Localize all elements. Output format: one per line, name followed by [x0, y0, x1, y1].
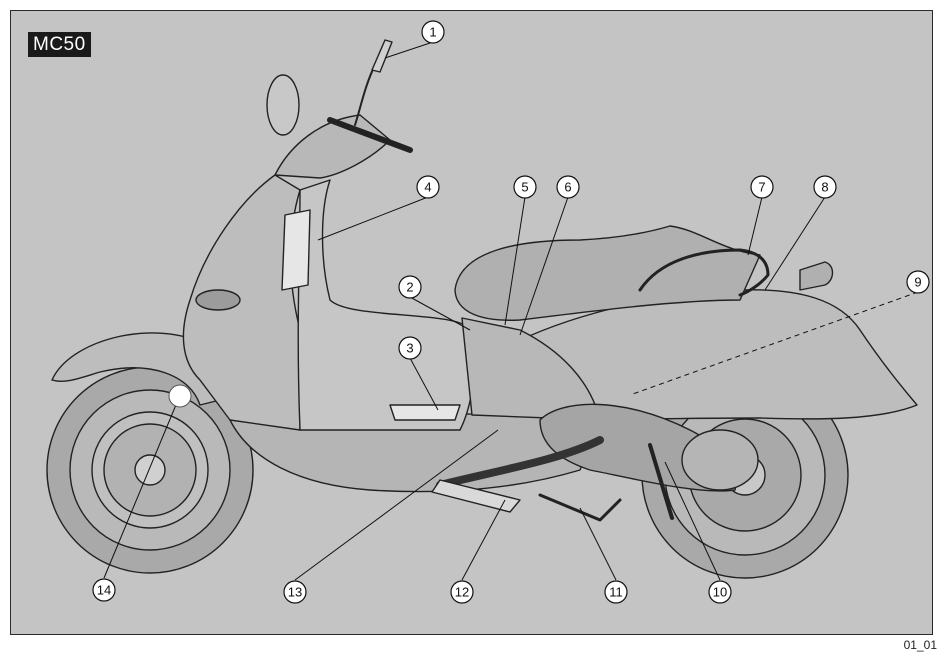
callout-number: 12 [455, 585, 469, 600]
front-wheel [46, 366, 254, 574]
callout-1: 1 [421, 20, 445, 44]
handlebar [327, 117, 413, 153]
mirror [371, 39, 393, 73]
callout-number: 6 [564, 180, 571, 195]
callout-5: 5 [513, 175, 537, 199]
model-label: MC50 [28, 32, 91, 57]
callout-2: 2 [398, 275, 422, 299]
callout-number: 8 [821, 180, 828, 195]
mirror-stem [354, 64, 376, 126]
callout-number: 1 [429, 25, 436, 40]
center-stand [538, 493, 622, 522]
callout-number: 2 [406, 280, 413, 295]
callouts: 1 2 3 4 5 6 7 8 9 10 11 12 13 14 [92, 20, 930, 604]
callout-6: 6 [556, 175, 580, 199]
callout-number: 9 [914, 275, 921, 290]
callout-number: 13 [288, 585, 302, 600]
callout-11: 11 [604, 580, 628, 604]
grab-rail [638, 248, 770, 297]
callout-4: 4 [416, 175, 440, 199]
headlight [266, 74, 300, 136]
callout-12: 12 [450, 580, 474, 604]
callout-8: 8 [813, 175, 837, 199]
exhaust [436, 436, 604, 489]
highlight-marker [168, 384, 192, 408]
rear-shock [648, 443, 674, 520]
figure-id: 01_01 [903, 638, 937, 652]
callout-7: 7 [750, 175, 774, 199]
leg-shield [297, 179, 475, 431]
callout-3: 3 [398, 336, 422, 360]
callout-number: 3 [406, 341, 413, 356]
callout-number: 10 [713, 585, 727, 600]
seat [454, 225, 761, 321]
tail-light [799, 261, 834, 291]
leader-lines [103, 41, 919, 581]
callout-number: 14 [97, 583, 111, 598]
callout-number: 7 [758, 180, 765, 195]
callout-number: 11 [609, 585, 623, 600]
callout-14: 14 [92, 578, 116, 602]
callout-number: 5 [521, 180, 528, 195]
callout-10: 10 [708, 580, 732, 604]
callout-number: 4 [424, 180, 431, 195]
callout-13: 13 [283, 580, 307, 604]
callout-9: 9 [906, 270, 930, 294]
